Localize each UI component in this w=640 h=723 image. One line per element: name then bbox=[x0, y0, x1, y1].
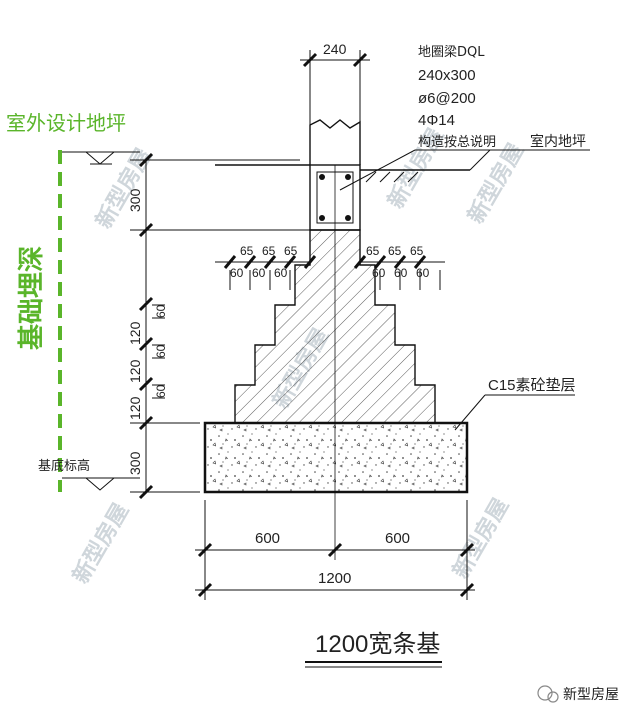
top-left-step-width-3: 65 bbox=[284, 244, 298, 258]
beam-note-line-2: 240x300 bbox=[418, 67, 476, 84]
pad-label: C15素砼垫层 bbox=[488, 377, 576, 394]
indoor-ground-label: 室内地坪 bbox=[530, 133, 586, 150]
bottom-right-half: 600 bbox=[385, 530, 410, 547]
footer-logo-text: 新型房屋 bbox=[563, 687, 619, 703]
watermark-5: 新型房屋 bbox=[448, 494, 515, 583]
wall-above-beam bbox=[309, 119, 361, 165]
pad-leader bbox=[454, 394, 486, 431]
base-level-symbol bbox=[62, 477, 140, 491]
wechat-icon bbox=[537, 685, 553, 701]
watermark-2: 新型房屋 bbox=[463, 139, 530, 228]
base-elevation-label: 基底标高 bbox=[38, 458, 90, 474]
indoor-leader bbox=[469, 149, 491, 171]
dim-pad-height: 300 bbox=[127, 451, 143, 475]
top-left-step-offset-1: 60 bbox=[230, 266, 244, 280]
beam-note-leader bbox=[339, 149, 416, 191]
left-dimension-chain bbox=[130, 152, 310, 500]
dim-step-height-1: 120 bbox=[127, 321, 143, 345]
foundation-depth-label: 基础埋深 bbox=[17, 246, 47, 350]
concrete-pad bbox=[203, 421, 469, 494]
outdoor-level-symbol bbox=[62, 151, 140, 165]
top-left-step-width-1: 65 bbox=[240, 244, 254, 258]
bottom-left-half: 600 bbox=[255, 530, 280, 547]
bottom-dimensions bbox=[195, 500, 475, 600]
top-right-step-offset-2: 60 bbox=[394, 266, 408, 280]
beam-width-value: 240 bbox=[323, 41, 347, 57]
footer-logo: 新型房屋 bbox=[537, 685, 619, 703]
bottom-total: 1200 bbox=[318, 570, 351, 587]
top-left-step-offset-3: 60 bbox=[274, 266, 288, 280]
beam-width-dimension bbox=[300, 50, 370, 130]
soil-hatch bbox=[365, 171, 419, 183]
dim-step-width-3: 60 bbox=[154, 384, 168, 398]
beam-note-line-3: ø6@200 bbox=[418, 90, 476, 107]
dim-step-width-2: 60 bbox=[154, 344, 168, 358]
dim-beam-height: 300 bbox=[127, 188, 143, 212]
outdoor-ground-label: 室外设计地坪 bbox=[6, 111, 126, 135]
top-right-step-width-2: 65 bbox=[388, 244, 402, 258]
beam-note-line-1: 地圈梁DQL bbox=[418, 45, 485, 60]
beam-note-line-5: 构造按总说明 bbox=[418, 135, 496, 150]
drawing-title: 1200宽条基 bbox=[315, 631, 440, 658]
top-right-step-offset-3: 60 bbox=[416, 266, 430, 280]
beam-note-line-4: 4Φ14 bbox=[418, 112, 455, 129]
dim-step-width-1: 60 bbox=[154, 304, 168, 318]
top-right-step-width-1: 65 bbox=[366, 244, 380, 258]
top-right-step-width-3: 65 bbox=[410, 244, 424, 258]
beam-note: 地圈梁DQL 240x300 ø6@200 4Φ14 构造按总说明 bbox=[418, 45, 496, 150]
dim-step-height-3: 120 bbox=[127, 396, 143, 420]
watermark-4: 新型房屋 bbox=[68, 499, 135, 588]
top-left-step-offset-2: 60 bbox=[252, 266, 266, 280]
top-right-step-offset-1: 60 bbox=[372, 266, 386, 280]
dim-step-height-2: 120 bbox=[127, 359, 143, 383]
top-step-dimensions bbox=[215, 255, 445, 290]
top-left-step-width-2: 65 bbox=[262, 244, 276, 258]
